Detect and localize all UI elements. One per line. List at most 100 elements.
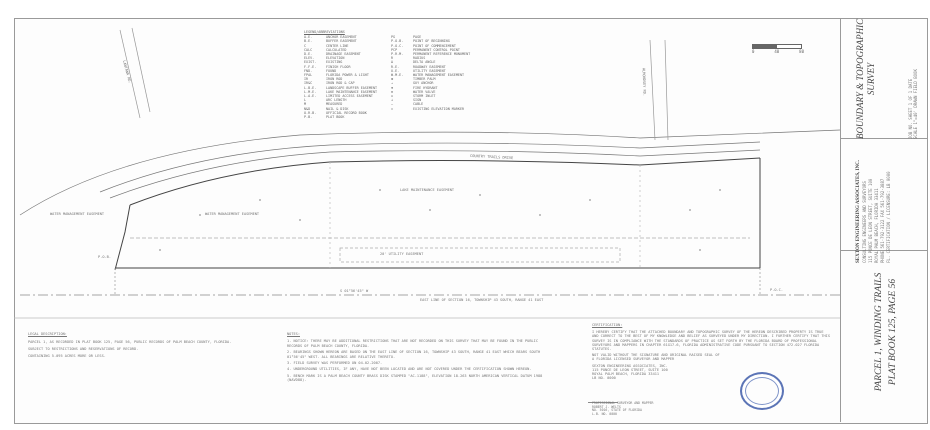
legend-item: PCP PERMANENT CONTROL POINT xyxy=(391,48,472,52)
legend-meaning: DRAINAGE EASEMENT xyxy=(326,52,361,57)
legal-description: LEGAL DESCRIPTION: PARCEL 1, AS RECORDED… xyxy=(28,332,258,361)
legend-abbreviation: D.E. xyxy=(304,52,313,57)
legal-description-paragraph: SUBJECT TO RESTRICTIONS AND RESERVATIONS… xyxy=(28,347,139,351)
tie-line xyxy=(114,268,761,295)
legend-item: D.E. DRAINAGE EASEMENT xyxy=(304,52,385,56)
legend-meaning: UTILITY EASEMENT xyxy=(413,68,446,73)
info-cell: DRAWN xyxy=(913,95,918,108)
legend-item: L.M.E.LAKE MAINTENANCE EASEMENT xyxy=(304,90,385,94)
road-east xyxy=(649,39,669,141)
survey-title-line: SURVEY xyxy=(866,62,876,96)
legend-abbreviation: C xyxy=(304,43,307,48)
legend-meaning: DELTA ANGLE xyxy=(413,60,436,65)
legend-item: O.R.B. OFFICIAL RECORD BOOK xyxy=(304,111,385,115)
legend-abbreviation: R xyxy=(391,56,394,61)
elevation-marker xyxy=(199,214,201,216)
elevation-marker xyxy=(429,209,431,211)
legend-meaning: WATER MANAGEMENT EASEMENT xyxy=(413,73,465,78)
legend-abbreviation: A.E. xyxy=(304,35,313,40)
note-item: 3. FIELD SURVEY WAS PERFORMED ON 04-02-2… xyxy=(287,361,383,366)
road-west xyxy=(119,27,151,119)
legend-meaning: NAIL & DISK xyxy=(326,106,349,111)
legend-abbreviation: FPAL xyxy=(304,73,313,78)
legend-abbreviation: P.R.M. xyxy=(391,52,404,57)
elevation-marker xyxy=(159,249,161,251)
scale-label: 40 xyxy=(774,49,780,54)
legend-meaning: FLORIDA POWER & LIGHT xyxy=(326,73,369,78)
legend-meaning: ARC LENGTH xyxy=(326,98,347,103)
legend-meaning: IRON ROD & CAP xyxy=(326,81,355,86)
legend-item: →GUY ANCHOR xyxy=(391,81,472,85)
legend-abbreviation: O.R.B. xyxy=(304,110,317,115)
info-cell: FIELD BOOK xyxy=(913,69,918,94)
surveyor-seal xyxy=(740,372,784,410)
legend-abbreviation: × xyxy=(391,106,394,111)
bottom-bearing-label: S 01°56'45" W xyxy=(340,289,369,293)
legend-item: ×EXISTING ELEVATION MARKER xyxy=(391,107,472,111)
legend: LEGEND/ABBREVIATIONS A.E. ANCHOR EASEMENT… xyxy=(304,30,472,119)
legend-item: ELEV.ELEVATION xyxy=(304,56,385,60)
wme-label-center: WATER MANAGEMENT EASEMENT xyxy=(205,212,260,216)
legend-meaning: TIMBER PALM xyxy=(413,77,436,82)
legend-meaning: PERMANENT CONTROL POINT xyxy=(413,47,460,52)
legend-meaning: ELEVATION xyxy=(326,56,345,61)
elevation-markers xyxy=(159,189,721,251)
legend-meaning: IRON ROD xyxy=(326,77,343,82)
legal-description-paragraph: PARCEL 1, AS RECORDED IN PLAT BOOK 125, … xyxy=(28,340,232,344)
legend-meaning: RADIUS xyxy=(413,56,426,61)
legend-item: L.B.E.LANDSCAPE BUFFER EASEMENT xyxy=(304,86,385,90)
legend-meaning: ANCHOR EASEMENT xyxy=(326,35,357,40)
legend-abbreviation: B.E. xyxy=(304,39,313,44)
legend-item: FND.FOUND xyxy=(304,69,385,73)
survey-title: BOUNDARY & TOPOGRAPHIC SURVEY xyxy=(855,19,877,139)
lake-easement-label: LAKE MAINTENANCE EASEMENT xyxy=(400,188,455,192)
legend-meaning: MEASURED xyxy=(326,102,343,107)
legend-item: U.E.UTILITY EASEMENT xyxy=(391,69,472,73)
project-title: PARCEL 1, WINDING TRAILS PLAT BOOK 125, … xyxy=(872,267,900,397)
legend-meaning: OFFICIAL RECORD BOOK xyxy=(326,110,367,115)
legend-item: EXIST.EXISTING xyxy=(304,60,385,64)
certification-firm-line: SEXTON ENGINEERING ASSOCIATES, INC. xyxy=(592,363,668,368)
legend-abbreviation: FND. xyxy=(304,68,313,73)
certification: CERTIFICATION: I HEREBY CERTIFY THAT THE… xyxy=(592,323,832,380)
legend-title: LEGEND/ABBREVIATIONS xyxy=(304,30,345,34)
utility-easement-label: 20' UTILITY EASEMENT xyxy=(380,252,424,256)
certification-firm-line: 115 PONCE DE LEON STREET, SUITE 100 xyxy=(592,367,668,372)
legend-item: F.F.E.FINISH FLOOR xyxy=(304,65,385,69)
legend-meaning: POINT OF COMMENCEMENT xyxy=(413,43,456,48)
firm-address-line: FL. CERTIFICATION / LICENSURE: LB 0000 xyxy=(886,171,891,263)
elevation-marker xyxy=(689,209,691,211)
legend-abbreviation: ⊕ xyxy=(391,85,394,90)
legend-meaning: PLAT BOOK xyxy=(326,115,345,120)
legend-item: B.E. BUFFER EASEMENT xyxy=(304,39,385,43)
legend-item: N&D NAIL & DISK xyxy=(304,107,385,111)
certification-heading: CERTIFICATION: xyxy=(592,323,623,327)
legend-meaning: LAKE MAINTENANCE EASEMENT xyxy=(326,89,378,94)
legend-meaning: BUFFER EASEMENT xyxy=(326,39,357,44)
legend-meaning: GUY ANCHOR xyxy=(413,81,434,86)
legend-item: W.M.E. WATER MANAGEMENT EASEMENT xyxy=(391,73,472,77)
legend-item: C CENTER LINE xyxy=(304,44,385,48)
legend-abbreviation: N&D xyxy=(304,106,311,111)
signer-block: PROFESSIONAL SURVEYOR AND MAPPER ROBERT … xyxy=(592,401,722,416)
legend-abbreviation: IR&C xyxy=(304,81,313,86)
legend-meaning: CENTER LINE xyxy=(326,43,349,48)
legend-abbreviation: W.M.E. xyxy=(391,73,404,78)
signer-line: PROFESSIONAL SURVEYOR AND MAPPER xyxy=(592,401,654,405)
scale-bar: 0 40 80 xyxy=(752,44,804,54)
legend-abbreviation: PCP xyxy=(391,47,398,52)
legal-description-heading: LEGAL DESCRIPTION: xyxy=(28,332,67,336)
firm-section: SEXTON ENGINEERING ASSOCIATES, INC. CONS… xyxy=(841,138,927,263)
legend-item: R RADIUS xyxy=(391,56,472,60)
legend-meaning: POINT OF BEGINNING xyxy=(413,39,450,44)
signer-line: L.B. NO. 0000 xyxy=(592,411,617,416)
certification-text: I HEREBY CERTIFY THAT THE ATTACHED BOUND… xyxy=(592,330,830,352)
legend-abbreviation: Δ xyxy=(391,60,394,65)
info-cell: SCALE 1"=40' xyxy=(913,110,918,139)
legend-abbreviation: L.A.E. xyxy=(304,94,317,99)
scale-label: 80 xyxy=(799,49,804,54)
legend-abbreviation: ⊛ xyxy=(391,77,394,82)
